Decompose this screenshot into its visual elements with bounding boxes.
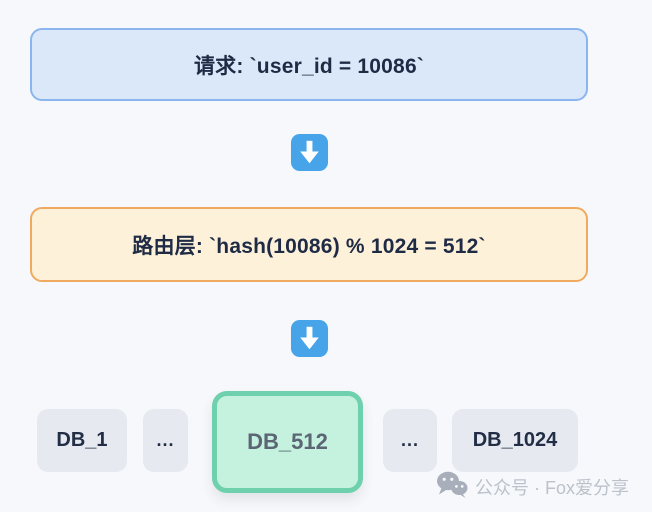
db-node-label: DB_1	[56, 429, 108, 451]
routing-box-label: 路由层: `hash(10086) % 1024 = 512`	[132, 234, 486, 258]
down-arrow-icon	[290, 319, 329, 358]
watermark-text: 公众号 · Fox爱分享	[475, 478, 630, 498]
request-box: 请求: `user_id = 10086`	[30, 28, 588, 101]
db-node-label: DB_512	[247, 429, 328, 454]
db-node-512-highlighted: DB_512	[212, 391, 363, 493]
watermark: 公众号 · Fox爱分享	[436, 471, 629, 503]
routing-box: 路由层: `hash(10086) % 1024 = 512`	[30, 207, 588, 282]
ellipsis-node: ...	[143, 409, 188, 472]
ellipsis-node: ...	[383, 409, 437, 472]
request-box-label: 请求: `user_id = 10086`	[193, 54, 425, 78]
db-node-1024: DB_1024	[452, 409, 578, 472]
db-node-label: DB_1024	[472, 429, 558, 451]
wechat-icon	[436, 470, 468, 504]
ellipsis-label: ...	[400, 430, 419, 450]
db-node-1: DB_1	[37, 409, 127, 472]
down-arrow-icon	[290, 133, 329, 172]
ellipsis-label: ...	[156, 430, 175, 450]
